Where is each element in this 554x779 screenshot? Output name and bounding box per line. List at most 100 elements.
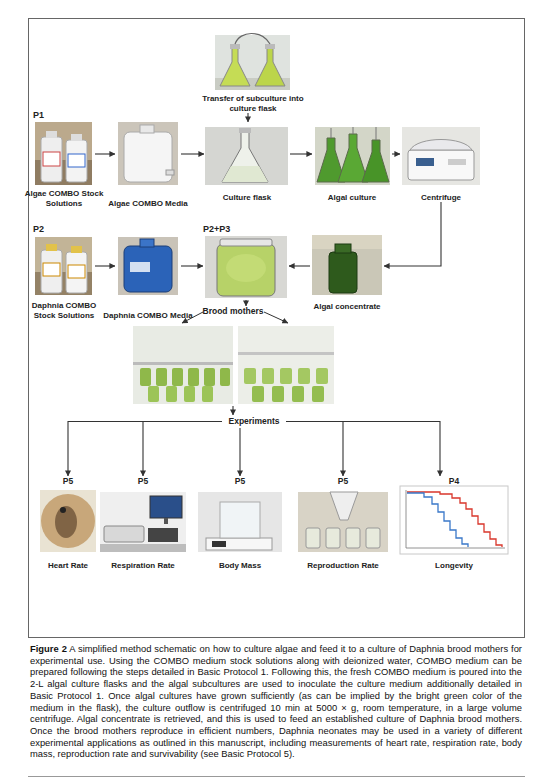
heart-rate-photo (40, 490, 96, 552)
flow-arrow (95, 153, 115, 154)
step-photo: Culture flask (204, 122, 290, 202)
algal-culture-photo (315, 127, 390, 185)
centrifuge-photo (416, 158, 434, 166)
longevity-plot (407, 492, 502, 547)
flow-arrow (286, 422, 440, 477)
algae-media-photo (118, 122, 178, 185)
algae-stock-photo (66, 140, 87, 182)
brood-jars (184, 386, 195, 402)
experiment-photo: P5Heart Rate (38, 476, 98, 570)
protocol-tag: P5 (38, 476, 98, 487)
body-mass-photo (212, 541, 226, 547)
brood-jar-photo (205, 236, 287, 298)
reproduction-photo (346, 528, 360, 548)
protocol-tag: P2+P3 (203, 224, 230, 235)
respiration-photo (100, 544, 186, 552)
reproduction-photo (298, 492, 388, 552)
transfer-photo (255, 48, 285, 86)
algal-culture-photo (338, 134, 368, 182)
algal-concentrate-photo (312, 235, 382, 295)
figure-frame (29, 19, 525, 638)
brood-jars (272, 386, 284, 402)
caption-label: Figure 2 (30, 643, 67, 654)
step-photo: Algal concentrate (310, 233, 384, 311)
heart-rate-photo (41, 494, 95, 548)
flow-arrow (247, 113, 248, 122)
flow-arrow (68, 422, 222, 477)
node-label: Experiments (222, 415, 286, 428)
reproduction-photo (330, 492, 358, 520)
daphnia-media-photo (118, 237, 178, 295)
culture-flask-photo (222, 131, 268, 182)
node-label: Daphnia COMBO Media (103, 311, 193, 321)
step-photo: Transfer of subculture into culture flas… (201, 33, 305, 113)
longevity-plot (400, 486, 508, 554)
algae-media-photo (166, 170, 174, 175)
brood-jars (220, 368, 230, 386)
figure-caption: Figure 2 A simplified method schematic o… (30, 643, 522, 760)
experiment-photo: P5Reproduction Rate (296, 476, 390, 570)
culture-flask-photo (222, 166, 268, 182)
flow-arrow (290, 153, 312, 154)
algae-stock-photo (46, 131, 57, 138)
brood-jars (156, 368, 167, 386)
node-label: Algal concentrate (298, 302, 396, 312)
daphnia-stock-photo (68, 265, 85, 278)
algae-stock-photo (71, 134, 82, 141)
transfer-photo (230, 44, 240, 49)
brood-jar-photo (217, 244, 275, 296)
brood-jars (166, 386, 177, 402)
node-label: Heart Rate (26, 561, 110, 571)
respiration-photo (148, 528, 178, 542)
figure-frame (28, 19, 525, 777)
node-label: Algae COMBO Media (103, 199, 193, 209)
algae-stock-photo (41, 137, 62, 182)
algae-media-photo (140, 125, 154, 133)
node-label: Algae COMBO Stock Solutions (21, 189, 107, 208)
longevity-plot (407, 493, 468, 547)
node-label: Reproduction Rate (284, 561, 402, 571)
protocol-tag: P1 (33, 110, 44, 121)
heart-rate-photo (60, 507, 66, 513)
brood-jars (298, 368, 310, 384)
daphnia-media-photo (118, 237, 178, 295)
step-photo: P2+P3 (203, 224, 289, 300)
brood-jars (316, 368, 328, 384)
heart-rate-photo (55, 506, 77, 538)
algal-concentrate-photo (335, 244, 351, 253)
flow-arrow (181, 265, 203, 266)
node-label: Brood mothers (130, 306, 336, 317)
brood-jar-photo (205, 236, 287, 298)
brood-jars (140, 368, 151, 386)
flow-arrow (245, 300, 246, 306)
daphnia-stock-photo (41, 250, 62, 293)
daphnia-stock-photo (46, 244, 57, 251)
flow-arrow (232, 406, 233, 415)
brood-jar-photo (220, 239, 272, 246)
algae-stock-photo (43, 152, 60, 166)
reproduction-photo (298, 492, 388, 552)
transfer-photo (215, 35, 290, 90)
culture-flask-photo (239, 128, 251, 133)
brood-group: Brood mothers (130, 306, 336, 406)
brood-mothers-photos (133, 362, 233, 365)
flow-arrow (239, 428, 240, 476)
node-label: Transfer of subculture into culture flas… (201, 94, 305, 113)
daphnia-media-photo (124, 246, 172, 292)
daphnia-stock-photo (71, 246, 82, 253)
body-mass-photo (198, 492, 282, 552)
step-photo: Centrifuge (400, 122, 482, 202)
brood-mothers-photos (264, 312, 288, 323)
longevity-plot (406, 490, 505, 548)
flow-arrow (289, 265, 310, 266)
protocol-tag: P2 (33, 224, 44, 235)
protocol-tag: P5 (196, 476, 284, 487)
transfer-photo (235, 34, 270, 45)
experiment-photo: P4Longevity (398, 476, 510, 570)
algal-culture-photo (331, 127, 376, 140)
brood-mothers-photos (133, 326, 233, 404)
algae-stock-photo (35, 122, 92, 185)
brood-jars (202, 386, 213, 402)
node-label: Body Mass (184, 561, 296, 571)
